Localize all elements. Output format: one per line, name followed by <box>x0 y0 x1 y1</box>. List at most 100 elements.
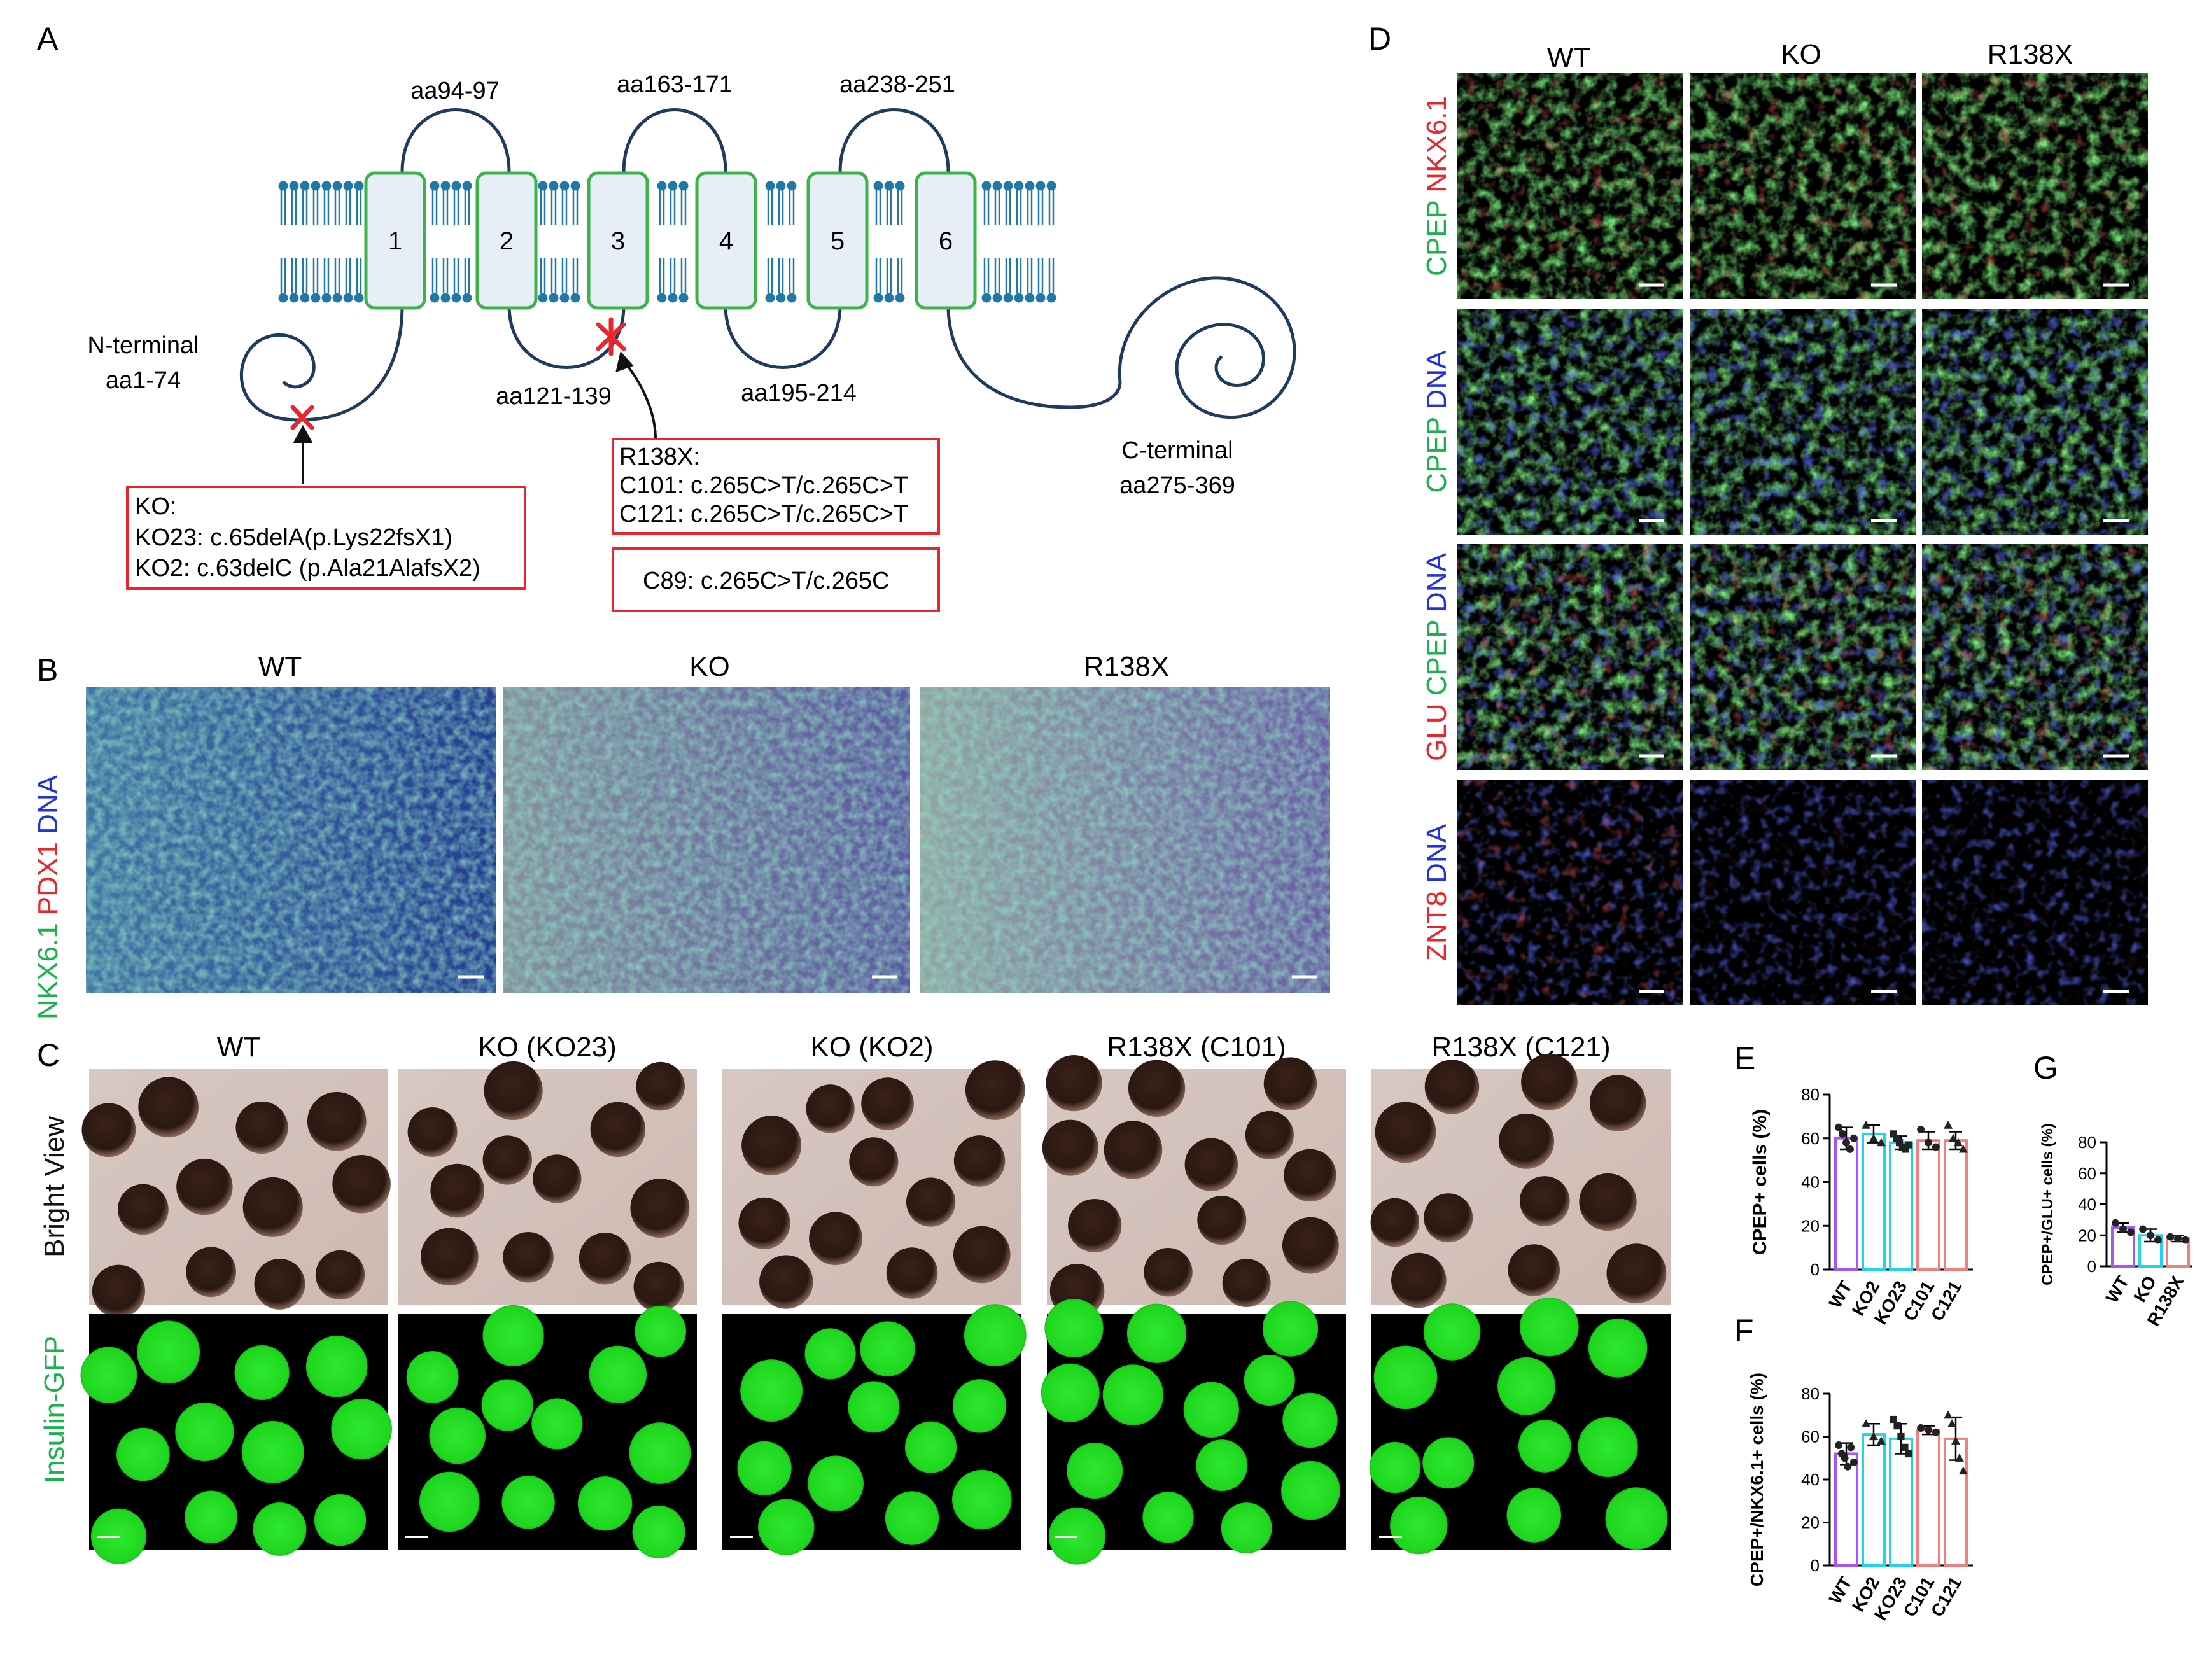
gfp-spheroid <box>1578 1417 1638 1478</box>
data-point <box>2174 1235 2182 1243</box>
data-point <box>1862 1419 1871 1427</box>
gfp-spheroid <box>482 1305 544 1367</box>
spheroid <box>430 1163 485 1218</box>
panel-d-row-label: CPEP NKX6.1 <box>1421 96 1452 276</box>
spheroid <box>636 1061 685 1111</box>
data-point <box>1876 1138 1886 1147</box>
row-label-part: GLU <box>1421 703 1452 760</box>
c89-box-text: C89: c.265C>T/c.265C <box>643 568 890 594</box>
loop-paths <box>239 108 1296 422</box>
channel-label-part: DNA <box>32 774 64 842</box>
image-grain <box>920 687 1330 993</box>
spheroid <box>590 1102 646 1158</box>
panel-b-image-2 <box>920 687 1330 993</box>
panel-d-image-r0-c1 <box>1690 73 1916 299</box>
lipid-head <box>895 293 905 303</box>
gfp-spheroid <box>1244 1354 1295 1406</box>
bright-view-image-3 <box>1042 1055 1346 1319</box>
data-point <box>1949 1133 1958 1142</box>
data-point <box>1951 1436 1960 1445</box>
c-terminal-tail <box>946 305 1122 409</box>
lipid-head <box>462 293 472 303</box>
data-point <box>2147 1231 2154 1240</box>
spheroid <box>482 1135 532 1185</box>
lipid-head <box>1025 181 1035 191</box>
spheroid <box>420 1228 479 1286</box>
panel-d-row-label: ZNT8 DNA <box>1421 823 1452 961</box>
lipid-head <box>678 293 689 303</box>
data-point <box>1932 1143 1940 1151</box>
gfp-spheroid <box>1183 1382 1240 1438</box>
y-axis-label: CPEP+ cells (%) <box>1750 1109 1771 1255</box>
lipid-head <box>884 181 894 191</box>
panel-letter-d: D <box>1368 21 1391 57</box>
bar-KO2 <box>1862 1132 1886 1271</box>
spheroid <box>1144 1248 1193 1297</box>
lipid-head <box>311 293 321 303</box>
spheroid <box>849 1137 899 1187</box>
row-label-part: NKX6.1 <box>1421 96 1452 200</box>
panel-b-col-wt: WT <box>258 651 302 682</box>
spheroid <box>1424 1060 1480 1114</box>
spheroid <box>484 1061 543 1121</box>
ko-box-line-2: KO2: c.63delC (p.Ala21AlafsX2) <box>135 555 480 582</box>
gfp-spheroid <box>951 1469 1012 1530</box>
panel-d-image-r3-c0 <box>1457 780 1683 1005</box>
gfp-spheroid <box>429 1407 486 1464</box>
gfp-spheroid <box>1588 1319 1648 1378</box>
spheroid <box>953 1135 1006 1187</box>
data-point <box>1835 1441 1843 1449</box>
data-point <box>1944 1121 1953 1129</box>
lipid-head <box>559 293 570 303</box>
gfp-spheroid <box>1605 1487 1668 1550</box>
tm-helix-4 <box>695 171 757 310</box>
panel-letter-g: G <box>2033 1050 2058 1086</box>
spheroid <box>254 1258 305 1310</box>
loop-aa121-139 <box>507 305 626 369</box>
gfp-spheroid <box>632 1505 685 1558</box>
data-point <box>1925 1426 1932 1434</box>
spheroid <box>953 1226 1011 1284</box>
y-axis-label: CPEP+/NKX6.1+ cells (%) <box>1747 1373 1767 1586</box>
data-point <box>1925 1138 1932 1147</box>
panel-c-column-label: KO (KO2) <box>810 1032 933 1063</box>
bar-C101 <box>1916 1139 1940 1271</box>
spheroid <box>176 1158 233 1215</box>
panel-d-col-r138x: R138X <box>1988 39 2073 70</box>
channel-layer <box>1690 780 1916 1005</box>
spheroid <box>579 1233 631 1285</box>
data-point <box>1897 1432 1905 1441</box>
lipid-head <box>289 293 299 303</box>
x-tick-label: WT <box>2102 1273 2133 1306</box>
spheroid <box>1370 1198 1420 1247</box>
gfp-spheroid <box>952 1379 1007 1433</box>
lipid-head <box>549 181 559 191</box>
spheroid <box>1128 1060 1186 1117</box>
bar-KO23 <box>1889 1437 1913 1567</box>
mutation-mark-r138x <box>596 317 626 356</box>
channel-label-part: NKX6.1 <box>32 923 64 1019</box>
loop-aa195-214 <box>724 305 842 369</box>
data-point <box>1847 1443 1855 1452</box>
row-label-part: ZNT8 <box>1421 891 1452 961</box>
n-terminal-label: N-terminal <box>87 332 199 359</box>
spheroid <box>759 1255 813 1309</box>
loop-label-5: aa238-251 <box>839 71 955 98</box>
spheroid <box>533 1154 582 1203</box>
lipid-head <box>451 181 461 191</box>
lipid-head <box>981 293 992 303</box>
gfp-spheroid <box>804 1328 856 1380</box>
panel-b-channel-label: NKX6.1 PDX1 DNA <box>32 774 64 1019</box>
lipid-head <box>657 293 667 303</box>
image-grain <box>86 687 496 993</box>
spheroid <box>1424 1193 1473 1243</box>
lipid-head <box>538 293 548 303</box>
r138x-box-title: R138X: <box>619 444 700 470</box>
data-point <box>1846 1145 1854 1153</box>
data-point <box>1876 1436 1886 1445</box>
